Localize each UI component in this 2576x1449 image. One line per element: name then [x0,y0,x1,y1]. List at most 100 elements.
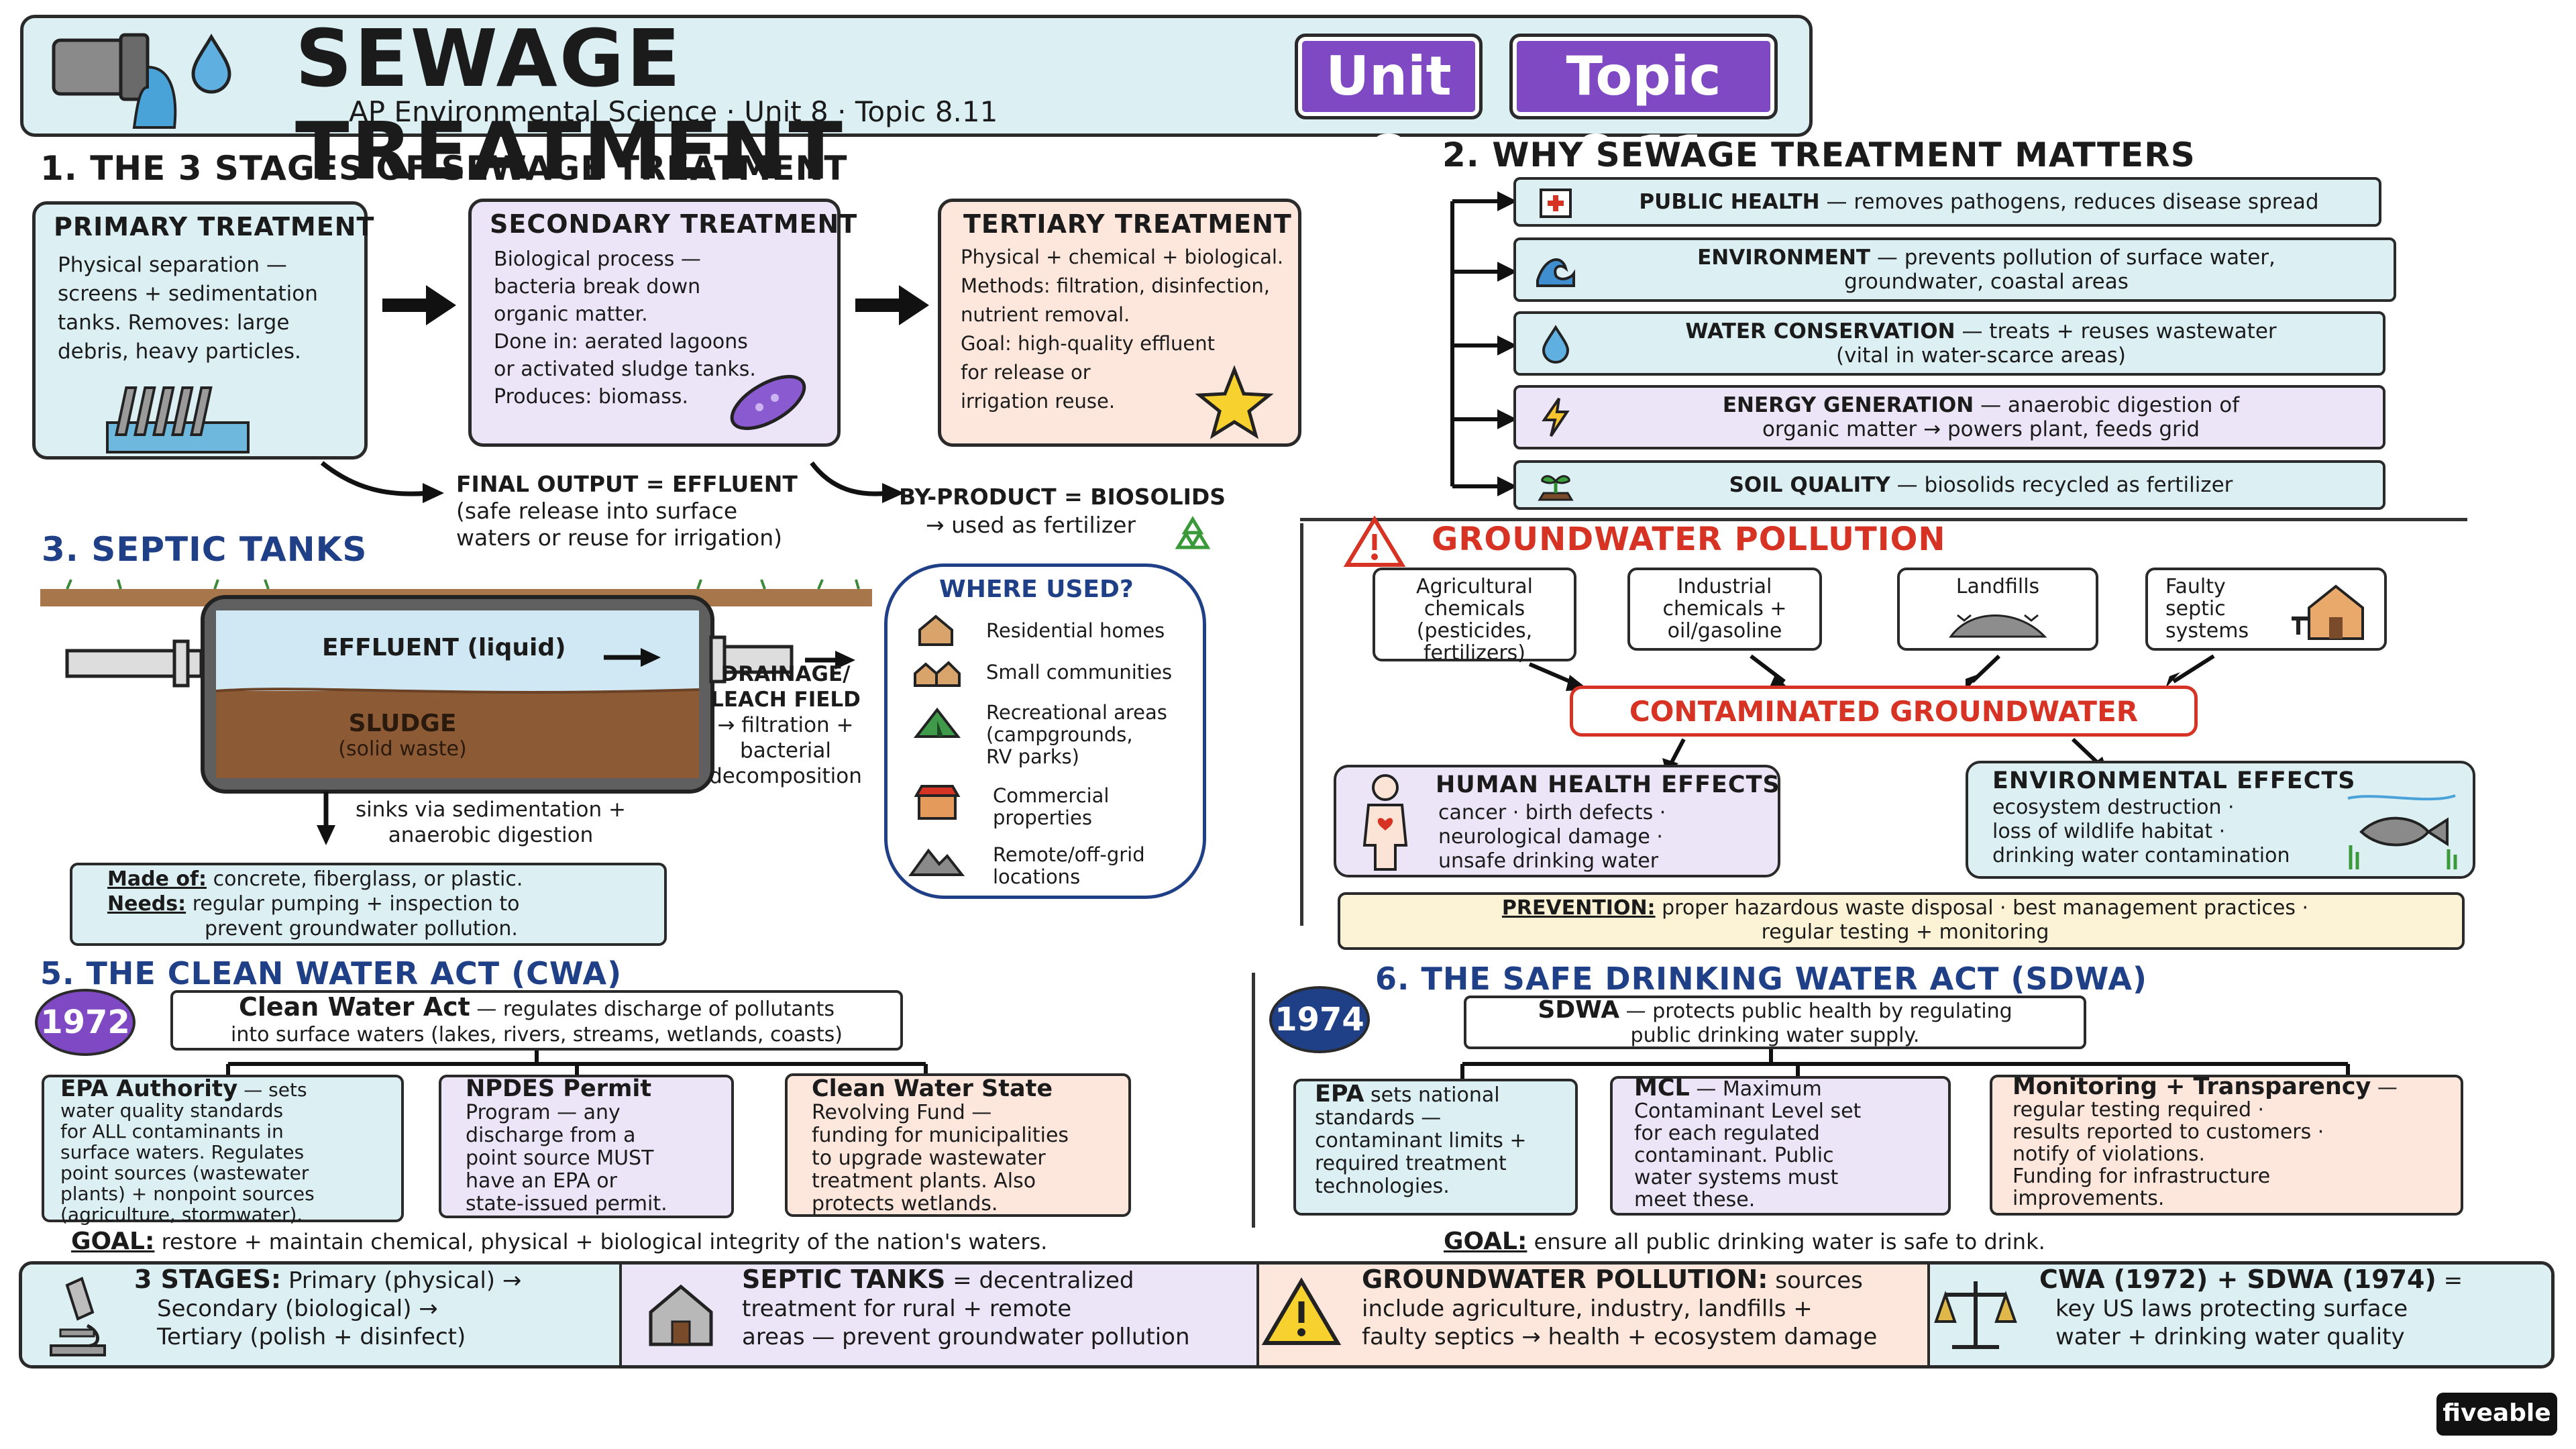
biosolids-note: BY-PRODUCT = BIOSOLIDS → used as fertili… [899,484,1226,538]
where-item-remote: Remote/off-grid locations [993,843,1145,888]
tertiary-title: TERTIARY TREATMENT [963,209,1292,239]
sdwa-goal: GOAL: ensure all public drinking water i… [1444,1228,2045,1255]
sinks-note: sinks via sedimentation + anaerobic dige… [356,798,626,847]
septic-made-of-text: Made of: concrete, fiberglass, or plasti… [107,867,523,941]
arrow-secondary-tertiary [855,285,929,325]
cwa-main-box [170,990,903,1051]
environmental-effects-body: ecosystem destruction ·loss of wildlife … [1992,796,2290,867]
sdwa-main-text: SDWA — protects public health by regulat… [1538,996,2012,1048]
arrow-primary-secondary [382,285,456,325]
storefront-icon [914,785,961,820]
septic-made-of-card [70,863,667,946]
cwa-card-revolving-fund-text: Clean Water State Revolving Fund —fundin… [812,1075,1069,1216]
sdwa-card-epa-text: EPA sets national standards —contaminant… [1315,1081,1527,1198]
why-public-health: PUBLIC HEALTH — removes pathogens, reduc… [1513,177,2381,227]
section5-heading: 5. THE CLEAN WATER ACT (CWA) [40,955,623,991]
arrow-sinks [317,792,335,845]
cwa-card-npdes [439,1075,734,1218]
cwa-card-revolving-fund [785,1073,1131,1217]
prevention-banner [1338,892,2465,950]
divider-vertical [1300,523,1303,926]
sdwa-card-monitoring [1990,1075,2463,1216]
why-bracket-lines [1450,191,1517,496]
sprout-icon [1532,465,1579,505]
cwa-card-epa-text: EPA Authority — sets water quality stand… [60,1075,315,1226]
unit-pill: Unit 8 [1295,34,1483,186]
human-health-title: HUMAN HEALTH EFFECTS [1436,771,1780,798]
arrow-to-effluent [320,461,444,503]
tent-icon [913,707,961,738]
community-icon [914,661,961,687]
house-icon [918,614,953,646]
recycle-icon [1175,516,1211,549]
water-drop-icon [1532,323,1579,364]
cwa-main-text: Clean Water Act — regulates discharge of… [231,992,843,1046]
where-item-commercial: Commercial properties [993,784,1110,829]
primary-title: PRIMARY TREATMENT [54,212,375,241]
sdwa-card-mcl [1610,1076,1951,1216]
microscope-icon [50,1277,106,1356]
source-landfills: Landfills [1897,568,2098,651]
where-used-title: WHERE USED? [939,576,1134,603]
sludge-label: SLUDGE (solid waste) [338,710,467,761]
contaminated-groundwater-box [1570,686,2198,737]
why-soil-quality: SOIL QUALITY — biosolids recycled as fer… [1513,460,2385,510]
page-subtitle: AP Environmental Science · Unit 8 · Topi… [349,95,998,128]
arrow-to-biosolids [810,461,904,503]
wave-icon [1532,250,1579,290]
page-title: SEWAGE TREATMENT [295,12,845,197]
section3-heading: 3. SEPTIC TANKS [42,530,368,569]
hospital-icon [1532,182,1579,222]
why-energy-generation: ENERGY GENERATION — anaerobic digestion … [1513,385,2385,449]
fiveable-logo: fiveable [2436,1393,2557,1436]
section6-heading: 6. THE SAFE DRINKING WATER ACT (SDWA) [1375,961,2147,997]
contaminated-groundwater-label: CONTAMINATED GROUNDWATER [1629,695,2139,728]
fish-icon [2347,794,2457,869]
water-drop-icon [191,34,231,94]
secondary-body: Biological process — bacteria break down… [494,248,756,409]
summary-groundwater: GROUNDWATER POLLUTION: sources include a… [1362,1265,1878,1350]
human-health-body: cancer · birth defects ·neurological dam… [1438,801,1666,873]
summary-stages: 3 STAGES: Primary (physical) → Secondary… [134,1265,522,1350]
primary-body: Physical separation — screens + sediment… [58,253,318,364]
final-output-note: FINAL OUTPUT = EFFLUENT (safe release in… [456,471,798,551]
scales-icon [1934,1281,2017,1349]
sdwa-year-badge: 1974 [1269,986,1370,1053]
tertiary-body: Physical + chemical + biological. Method… [961,246,1284,413]
divider-vertical-lower [1252,973,1255,1228]
septic-tank-diagram [40,579,872,794]
landfill-icon [1949,614,2047,638]
summary-laws: CWA (1972) + SDWA (1974) = key US laws p… [2039,1265,2463,1350]
pipe-icon [52,33,177,129]
secondary-title: SECONDARY TREATMENT [490,209,858,239]
house-icon [649,1284,713,1346]
sdwa-card-epa [1293,1079,1578,1216]
section1-heading: 1. THE 3 STAGES OF SEWAGE TREATMENT [40,149,848,188]
mountain-icon [908,848,965,876]
environmental-effects-title: ENVIRONMENTAL EFFECTS [1992,767,2356,794]
cwa-goal: GOAL: restore + maintain chemical, physi… [71,1228,1048,1255]
effluent-label: EFFLUENT (liquid) [322,634,566,661]
warning-icon [1343,515,1406,567]
why-environment: ENVIRONMENT — prevents pollution of surf… [1513,237,2396,302]
where-item-recreational: Recreational areas (campgrounds, RV park… [986,701,1167,768]
section2-heading: 2. WHY SEWAGE TREATMENT MATTERS [1442,136,2196,174]
lightning-icon [1532,397,1579,437]
topic-pill: Topic 8.11 [1509,34,1778,186]
sdwa-card-monitoring-text: Monitoring + Transparency — regular test… [2012,1073,2398,1210]
sdwa-tree-lines [1460,1049,2350,1081]
summary-septic: SEPTIC TANKS = decentralized treatment f… [742,1265,1190,1350]
prevention-text: PREVENTION: proper hazardous waste dispo… [1501,896,2309,944]
star-icon [1195,365,1274,439]
cwa-year-badge: 1972 [35,989,136,1056]
bacteria-icon [730,374,806,431]
warning-icon [1261,1277,1342,1345]
where-item-small-communities: Small communities [986,661,1173,684]
human-health-effects-card [1334,765,1780,877]
screen-grate-icon [106,386,250,453]
divider-horizontal [1300,518,2467,521]
